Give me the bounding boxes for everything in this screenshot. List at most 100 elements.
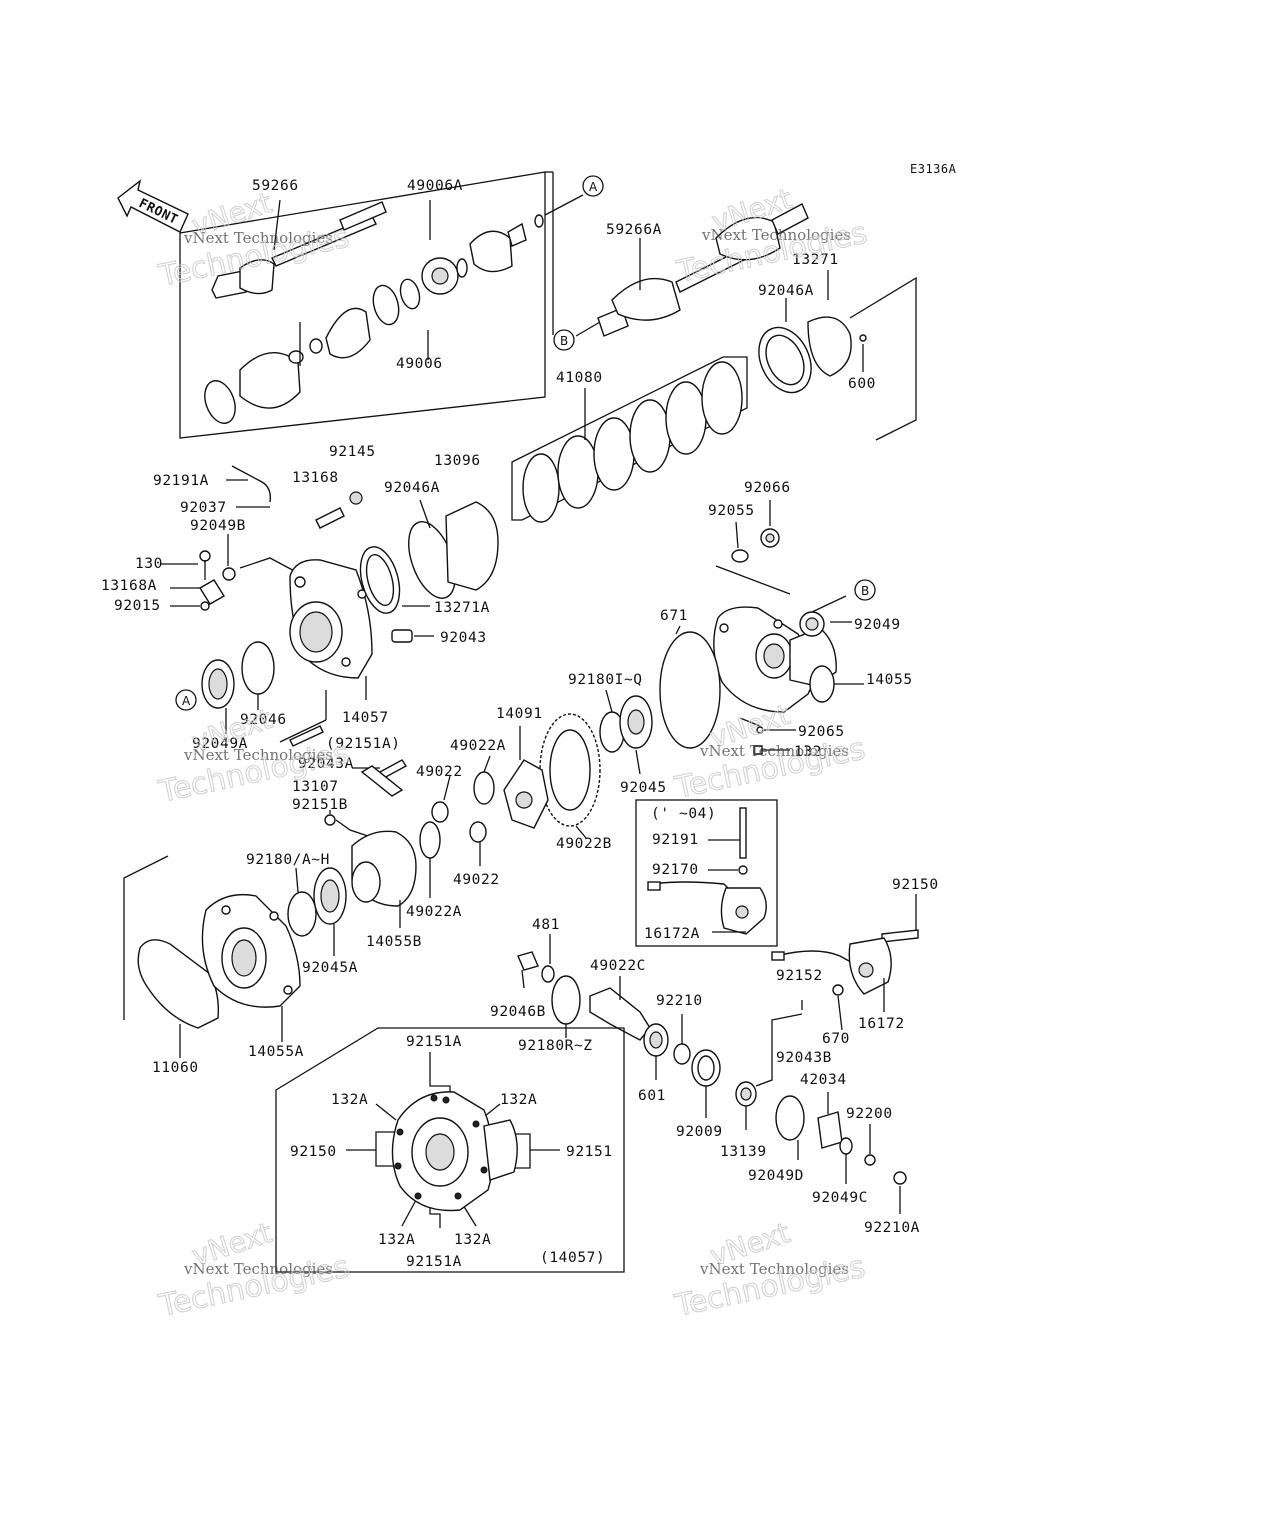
svg-text:vNext Technologies: vNext Technologies — [183, 1260, 333, 1278]
label-92066: 92066 — [744, 480, 791, 496]
label-13096: 13096 — [434, 453, 481, 469]
label-92046A-top: 92046A — [758, 283, 814, 299]
label-92151B: 92151B — [292, 797, 348, 813]
inset-label-132A-bl: 132A — [378, 1232, 415, 1248]
svg-text:vNext Technologies: vNext Technologies — [183, 746, 333, 764]
label-132: 132 — [794, 744, 822, 760]
inset-label-132A-tr: 132A — [500, 1092, 537, 1108]
variant-box-label: (' ~04) — [651, 806, 716, 822]
callout-b-top — [553, 329, 575, 351]
label-42034: 42034 — [800, 1072, 847, 1088]
label-49022B: 49022B — [556, 836, 612, 852]
svg-text:vNext Technologies: vNext Technologies — [699, 742, 849, 760]
front-arrow-icon: FRONT — [117, 179, 189, 233]
label-49022C: 49022C — [590, 958, 646, 974]
label-92180RZ: 92180R~Z — [518, 1038, 593, 1054]
label-13168A: 13168A — [101, 578, 157, 594]
watermark-bottom-left: vNext Technologies vNext Technologies — [155, 1215, 353, 1324]
label-49006A: 49006A — [407, 178, 463, 194]
label-600: 600 — [848, 376, 876, 392]
label-92065: 92065 — [798, 724, 845, 740]
label-14057: 14057 — [342, 710, 389, 726]
label-92045: 92045 — [620, 780, 667, 796]
label-92046A-mid: 92046A — [384, 480, 440, 496]
label-13107: 13107 — [292, 779, 339, 795]
label-92150-right: 92150 — [892, 877, 939, 893]
label-49022-top: 49022 — [416, 764, 463, 780]
label-92151A-paren: (92151A) — [326, 736, 401, 752]
label-92046B: 92046B — [490, 1004, 546, 1020]
label-14055B: 14055B — [366, 934, 422, 950]
front-axle-group — [179, 171, 584, 439]
label-670: 670 — [822, 1031, 850, 1047]
label-92210: 92210 — [656, 993, 703, 1009]
label-49022A: 49022A — [450, 738, 506, 754]
rear-gear-case — [659, 500, 864, 755]
label-49006: 49006 — [396, 356, 443, 372]
speed-sensor — [771, 894, 919, 1031]
label-13271-top: 13271 — [792, 252, 839, 268]
label-92009: 92009 — [676, 1124, 723, 1140]
label-41080: 41080 — [556, 370, 603, 386]
variant-box — [635, 799, 778, 947]
label-92043B: 92043B — [776, 1050, 832, 1066]
label-92049A: 92049A — [192, 736, 248, 752]
label-130: 130 — [135, 556, 163, 572]
inset-label-92151: 92151 — [566, 1144, 613, 1160]
watermark-bottom-right: vNext Technologies vNext Technologies — [671, 1215, 869, 1324]
label-92145: 92145 — [329, 444, 376, 460]
label-14055A: 14055A — [248, 1044, 304, 1060]
watermark-top-right: vNext Technologies vNext Technologies — [673, 181, 871, 290]
inset-label-92151A-top: 92151A — [406, 1034, 462, 1050]
svg-text:vNext Technologies: vNext Technologies — [701, 226, 851, 244]
inset-label-92150: 92150 — [290, 1144, 337, 1160]
inset-bolt-view — [275, 1027, 625, 1273]
label-92152: 92152 — [776, 968, 823, 984]
label-92191A: 92191A — [153, 473, 209, 489]
case-cover — [123, 855, 301, 1058]
diagram-code: E3136A — [910, 162, 957, 176]
label-92180AH: 92180/A~H — [246, 852, 330, 868]
callout-b-top-text: B — [560, 334, 568, 348]
label-92170: 92170 — [652, 862, 699, 878]
inset-label-92151A-bot: 92151A — [406, 1254, 462, 1270]
label-92049C: 92049C — [812, 1190, 868, 1206]
label-92015: 92015 — [114, 598, 161, 614]
inset-label-132A-tl: 132A — [331, 1092, 368, 1108]
label-92180IQ: 92180I~Q — [568, 672, 643, 688]
label-92210A: 92210A — [864, 1220, 920, 1236]
svg-text:vNext Technologies: vNext Technologies — [183, 229, 333, 247]
label-92191: 92191 — [652, 832, 699, 848]
label-11060: 11060 — [152, 1060, 199, 1076]
label-92045A: 92045A — [302, 960, 358, 976]
differential-gears — [287, 689, 653, 956]
label-49022A-bot: 49022A — [406, 904, 462, 920]
label-92037: 92037 — [180, 500, 227, 516]
svg-text:vNext Technologies: vNext Technologies — [699, 1260, 849, 1278]
rear-axle-group — [575, 203, 917, 441]
label-671: 671 — [660, 608, 688, 624]
label-14091: 14091 — [496, 706, 543, 722]
label-92043A: 92043A — [298, 756, 354, 772]
label-13168: 13168 — [292, 470, 339, 486]
label-92049: 92049 — [854, 617, 901, 633]
label-13139: 13139 — [720, 1144, 767, 1160]
label-92043: 92043 — [440, 630, 487, 646]
label-49022-bot: 49022 — [453, 872, 500, 888]
label-92049D: 92049D — [748, 1168, 804, 1184]
label-601: 601 — [638, 1088, 666, 1104]
label-59266: 59266 — [252, 178, 299, 194]
callout-b-mid — [854, 579, 876, 601]
callout-a-mid — [175, 689, 197, 711]
label-16172: 16172 — [858, 1016, 905, 1032]
front-gear-case — [160, 465, 499, 747]
label-92055: 92055 — [708, 503, 755, 519]
label-13271A: 13271A — [434, 600, 490, 616]
label-92200: 92200 — [846, 1106, 893, 1122]
inset-label-132A-br: 132A — [454, 1232, 491, 1248]
label-481: 481 — [532, 917, 560, 933]
label-16172A: 16172A — [644, 926, 700, 942]
callout-b-mid-text: B — [861, 584, 869, 598]
